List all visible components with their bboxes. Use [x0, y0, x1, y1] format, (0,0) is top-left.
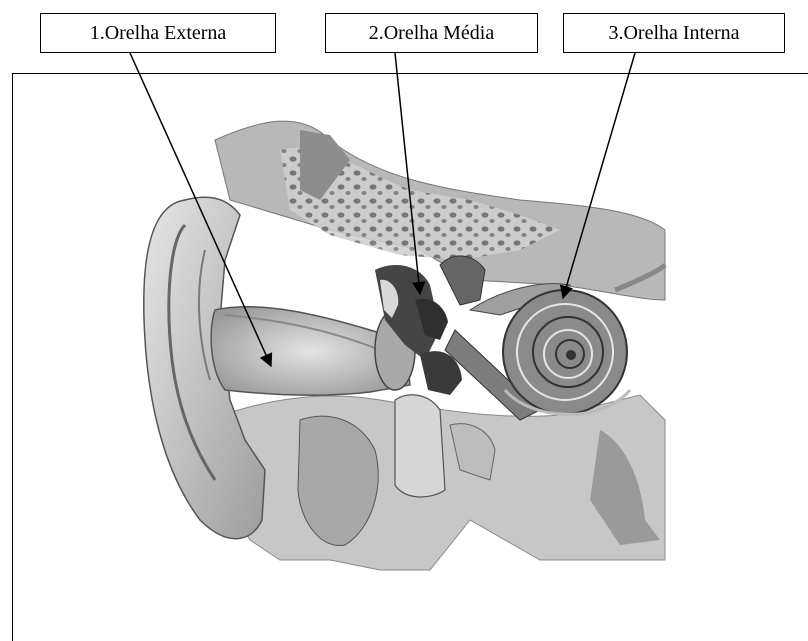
label-outer-ear: 1.Orelha Externa — [40, 13, 276, 53]
lower-tissue — [210, 395, 665, 570]
skull-bone — [215, 121, 665, 300]
cochlea — [503, 290, 627, 414]
label-inner-ear: 3.Orelha Interna — [563, 13, 785, 53]
pointer-middle-ear — [395, 53, 420, 294]
label-middle-ear: 2.Orelha Média — [325, 13, 538, 53]
